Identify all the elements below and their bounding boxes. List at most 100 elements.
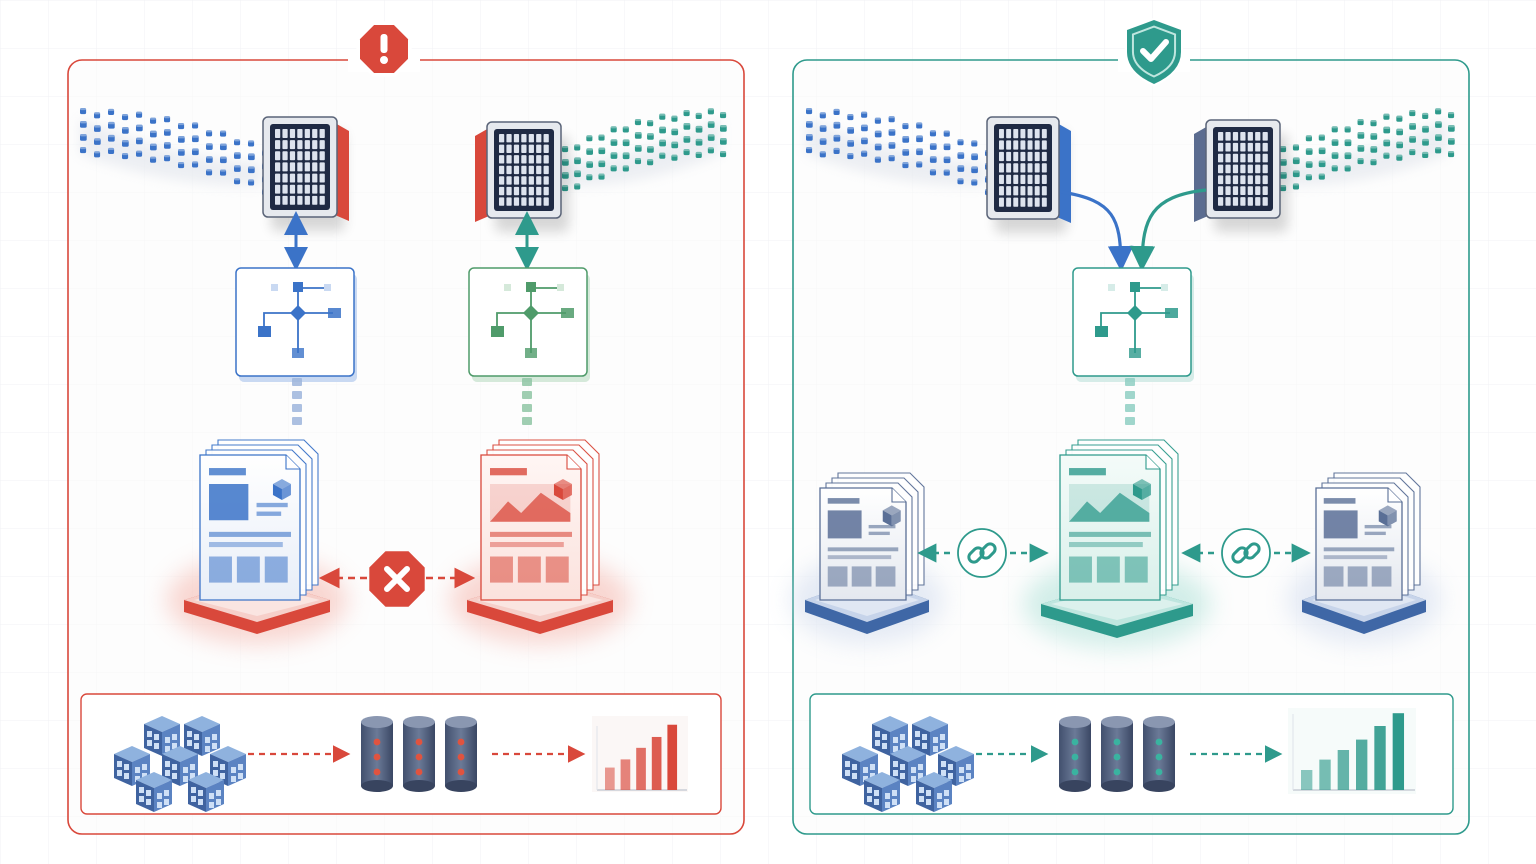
data-cube <box>707 108 714 115</box>
data-cube-highlight <box>122 114 129 117</box>
sensor-cell <box>999 186 1004 196</box>
data-cube-highlight <box>1435 108 1442 111</box>
sensor-cell <box>536 134 542 143</box>
data-cube-highlight <box>1331 152 1339 155</box>
server-window <box>941 761 946 767</box>
data-cube <box>586 135 593 142</box>
data-cube-highlight <box>707 134 715 137</box>
server-window <box>926 790 931 796</box>
data-cube <box>1370 133 1378 140</box>
server-window <box>882 734 887 740</box>
teal-dashed-connector <box>1125 378 1135 425</box>
data-cube <box>574 170 581 178</box>
blue-sensor-icon <box>262 116 349 231</box>
server-window <box>146 790 151 796</box>
sensor-cell <box>282 129 288 138</box>
database-indicator <box>1155 738 1163 746</box>
document-cube-icon <box>1141 484 1151 500</box>
data-cube <box>1396 128 1404 136</box>
data-cube <box>622 139 630 147</box>
data-cube <box>94 125 101 132</box>
server-window <box>845 761 850 767</box>
document-tile <box>1347 566 1368 587</box>
sensor-cell <box>1020 140 1026 150</box>
blue-sensor-icon <box>986 116 1071 233</box>
data-cube <box>610 152 618 159</box>
data-cube <box>707 121 715 128</box>
document-cube-icon <box>882 510 892 527</box>
workflow-node <box>258 326 271 337</box>
sensor-cell <box>499 165 505 175</box>
data-cube <box>1357 132 1365 139</box>
data-cube-highlight <box>1448 151 1455 154</box>
sensor-cell <box>1232 132 1239 141</box>
data-cube-highlight <box>1383 152 1390 155</box>
document-title-bar <box>490 468 527 476</box>
data-cube <box>1383 113 1390 120</box>
data-cube <box>178 123 185 130</box>
server-window <box>124 773 129 779</box>
data-cube-highlight <box>1357 132 1365 135</box>
sensor-cell <box>543 176 549 185</box>
data-cube-highlight <box>1305 135 1312 138</box>
sensor-cell <box>1262 197 1268 206</box>
data-cube-highlight <box>80 121 87 124</box>
data-cube <box>671 141 679 149</box>
sensor-cell <box>1247 186 1253 195</box>
document-fold <box>285 455 300 470</box>
data-cube-highlight <box>683 149 690 152</box>
server-window <box>911 776 916 782</box>
data-cube-highlight <box>234 139 241 142</box>
server-window <box>205 737 210 743</box>
document-mountain-chart <box>1069 492 1150 522</box>
data-cube-highlight <box>943 143 951 146</box>
data-cube <box>1435 108 1442 115</box>
server-window <box>183 776 188 782</box>
workflow-node <box>561 308 574 318</box>
server-window <box>157 793 162 799</box>
sensor-cell <box>1013 129 1019 139</box>
data-cube <box>888 142 896 149</box>
server-window <box>187 731 192 737</box>
server-window <box>918 764 923 770</box>
data-cube <box>1305 148 1313 155</box>
data-cube-highlight <box>234 178 241 181</box>
data-cube <box>1448 138 1455 145</box>
sensor-cell <box>1255 132 1261 141</box>
document-image-block <box>827 510 862 539</box>
data-cube <box>136 124 143 132</box>
document-title-bar <box>1069 468 1106 476</box>
sensor-cell <box>513 144 520 153</box>
server-window <box>882 743 887 749</box>
sensor-cell <box>1041 129 1047 139</box>
server-window <box>190 773 195 779</box>
data-cube <box>598 134 605 141</box>
server-window <box>892 790 897 796</box>
bar-chart-bar <box>651 736 662 790</box>
data-cube <box>1383 152 1390 159</box>
data-cube-highlight <box>178 136 185 139</box>
sensor-cell <box>289 140 296 150</box>
data-cube <box>1448 112 1455 119</box>
data-cube <box>80 121 87 128</box>
data-cube <box>833 147 840 154</box>
data-cube <box>888 155 895 162</box>
data-cube <box>1305 135 1312 142</box>
data-cube-highlight <box>220 143 227 146</box>
green-dashed-connector-dash <box>522 378 532 386</box>
data-cube <box>847 153 854 160</box>
sensor-cell <box>1006 129 1012 139</box>
sensor-cell <box>506 134 512 143</box>
data-cube <box>819 125 827 132</box>
bar-chart-bar <box>636 747 646 790</box>
sensor-cell <box>1013 197 1019 207</box>
data-cube <box>943 143 951 151</box>
data-cube-highlight <box>1331 139 1339 142</box>
data-cube <box>234 152 241 159</box>
data-cube-highlight <box>888 116 895 119</box>
sensor-cell <box>319 195 325 205</box>
data-cube-highlight <box>707 121 715 124</box>
data-cube-highlight <box>806 108 813 111</box>
data-cube-highlight <box>819 125 827 128</box>
sensor-cell <box>1041 186 1047 196</box>
